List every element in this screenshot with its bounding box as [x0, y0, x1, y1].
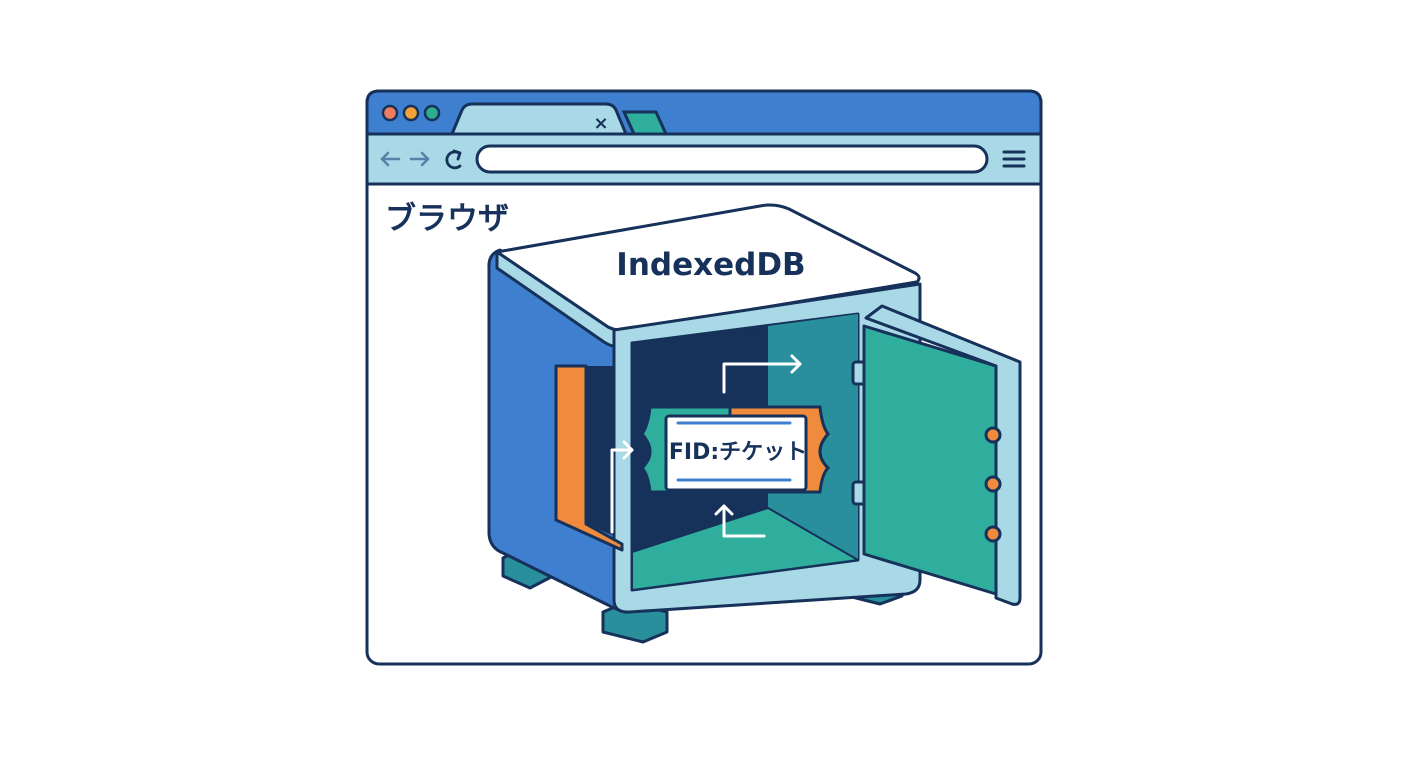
safe-cutaway-shadow	[586, 366, 614, 536]
tab-close-icon[interactable]: ×	[593, 113, 608, 134]
storage-label: IndexedDB	[616, 247, 805, 283]
window-minimize-dot[interactable]	[402, 104, 420, 122]
tab-active[interactable]	[449, 102, 629, 136]
arrow-top-icon	[722, 354, 802, 394]
door-knob-icon	[984, 426, 1002, 444]
arrow-left-flow-icon	[610, 440, 634, 534]
door-knob-icon	[984, 525, 1002, 543]
arrow-right-icon[interactable]	[409, 151, 430, 167]
arrow-left-icon[interactable]	[380, 151, 401, 167]
hamburger-menu-icon[interactable]	[1002, 150, 1026, 168]
address-bar[interactable]	[475, 144, 989, 174]
data-flow-arrows	[610, 354, 802, 538]
fid-ticket: FID:チケット	[639, 405, 831, 494]
window-close-dot[interactable]	[381, 104, 399, 122]
browser-label: ブラウザ	[385, 201, 509, 237]
arrow-bottom-icon	[714, 504, 766, 538]
door-knob-icon	[984, 475, 1002, 493]
reload-icon[interactable]	[445, 149, 462, 170]
ticket-label: FID:チケット	[669, 440, 807, 465]
safe-door[interactable]	[862, 324, 998, 596]
ticket-body	[664, 414, 808, 492]
window-maximize-dot[interactable]	[423, 104, 441, 122]
